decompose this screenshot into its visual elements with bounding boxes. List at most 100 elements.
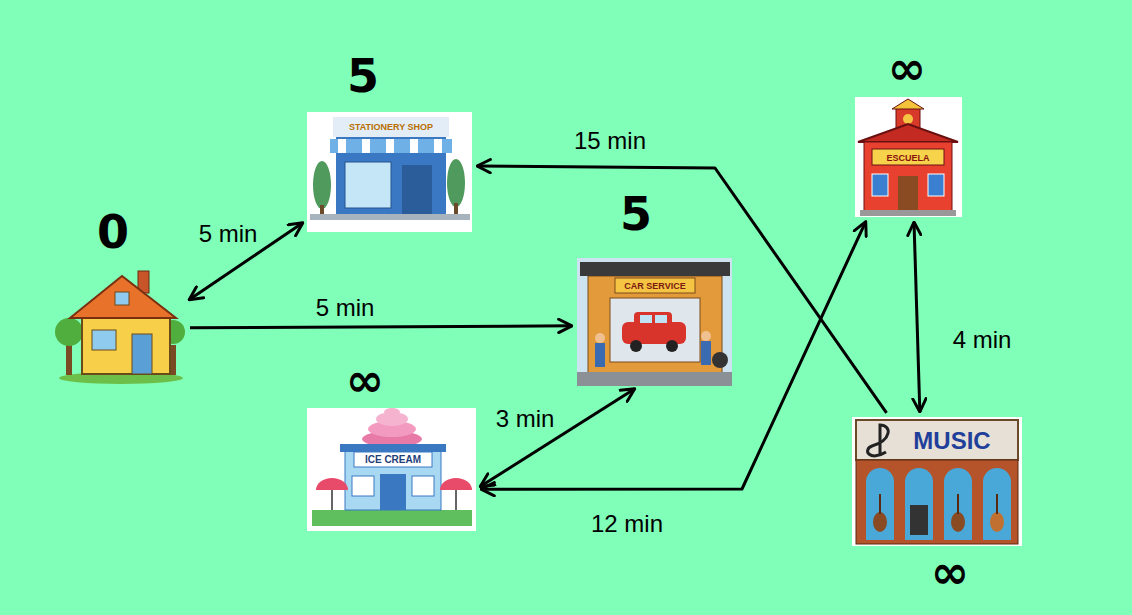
garage-sign <box>615 278 695 293</box>
route-arrow <box>477 166 887 413</box>
store-window <box>983 468 1011 540</box>
school-window <box>928 174 944 196</box>
shop-door <box>380 474 406 510</box>
awning-stripe <box>338 139 346 153</box>
clef-symbol <box>868 425 889 456</box>
guitar <box>873 512 887 532</box>
store-window <box>944 468 972 540</box>
car-body <box>622 322 686 344</box>
garage-facade <box>588 276 722 374</box>
shop-sign-text: ICE CREAM <box>365 455 421 465</box>
mechanic-body <box>595 343 605 367</box>
tree-trunk <box>66 345 72 375</box>
car-service-node: 5CAR SERVICE <box>577 258 732 386</box>
guitar-neck <box>957 494 959 514</box>
house-door <box>132 334 152 374</box>
school-icon <box>855 97 962 217</box>
distance-value: ∞ <box>888 45 926 91</box>
awning-stripe <box>410 139 418 153</box>
car-wheel <box>630 340 642 352</box>
school-sign <box>872 149 944 165</box>
route-arrow <box>481 222 866 490</box>
house-icon <box>55 271 185 384</box>
travel-time: 3 min <box>493 406 558 432</box>
tree-crown <box>447 159 465 207</box>
house-roof <box>70 276 176 318</box>
distance-value: ∞ <box>346 357 384 403</box>
awning-stripe <box>386 139 394 153</box>
shop-sign <box>354 452 432 467</box>
home-node: 0 <box>57 268 185 383</box>
distance-value: ∞ <box>931 549 969 595</box>
shop-sign-text: STATIONERY SHOP <box>349 123 433 132</box>
garage-roof <box>580 262 730 276</box>
shop-door <box>402 165 432 215</box>
icon-ground <box>307 408 476 531</box>
shop-roof <box>340 444 446 452</box>
house-wall <box>82 314 170 374</box>
icon-ground <box>852 417 1022 546</box>
route-arrow <box>480 389 635 487</box>
umbrella <box>440 478 472 490</box>
guitar <box>990 512 1004 532</box>
car-window <box>640 315 652 323</box>
ice-cream-shop-icon <box>307 408 476 531</box>
music-store-node: ∞MUSIC <box>852 417 1022 546</box>
mechanic-head <box>701 331 711 341</box>
icon-ground <box>577 258 732 386</box>
ice-cream-swirl <box>384 408 400 416</box>
car-window <box>655 315 667 323</box>
amplifier <box>910 505 928 535</box>
school-node: ∞ESCUELA <box>855 97 962 217</box>
lawn <box>312 510 472 526</box>
tree-crown <box>55 318 83 346</box>
travel-time: 5 min <box>196 221 261 247</box>
attic-window <box>115 292 129 305</box>
store-facade <box>856 460 1018 544</box>
shop-sign-text: CAR SERVICE <box>624 282 685 291</box>
route-arrow <box>914 222 920 412</box>
icon-ground <box>855 97 962 217</box>
house-window <box>92 330 116 350</box>
umbrella <box>316 478 348 490</box>
shop-sign-text: ESCUELA <box>886 153 929 162</box>
store-window <box>866 468 894 540</box>
pavement <box>310 214 470 220</box>
school-door <box>898 176 918 212</box>
school-steps <box>860 210 956 216</box>
bell <box>903 114 913 124</box>
travel-time: 4 min <box>950 327 1015 353</box>
distance-value: 5 <box>347 53 379 99</box>
school-window <box>872 174 888 196</box>
awning-stripe <box>362 139 370 153</box>
garage-opening <box>610 298 700 362</box>
travel-time: 15 min <box>571 128 649 154</box>
shop-window <box>412 476 434 496</box>
school-roof <box>858 124 958 142</box>
awning <box>330 139 452 153</box>
stationery-node: 5STATIONERY SHOP <box>307 112 472 232</box>
shop-window <box>345 162 391 208</box>
guitar-neck <box>879 494 881 514</box>
tire <box>712 352 728 368</box>
car-service-icon <box>577 258 732 386</box>
car-wheel <box>666 340 678 352</box>
route-arrow <box>190 326 572 328</box>
stationery-shop-icon <box>307 112 472 232</box>
garage-floor <box>577 372 732 386</box>
mechanic-head <box>595 333 605 343</box>
school-wall <box>864 142 952 212</box>
tree-crown <box>313 161 331 209</box>
shop-window <box>352 476 374 496</box>
shop-sign <box>333 117 449 137</box>
guitar-neck <box>996 494 998 514</box>
umbrella-pole <box>455 490 457 510</box>
store-sign <box>856 420 1018 460</box>
guitar <box>951 512 965 532</box>
icon-ground <box>307 112 472 232</box>
travel-time: 12 min <box>588 511 666 537</box>
